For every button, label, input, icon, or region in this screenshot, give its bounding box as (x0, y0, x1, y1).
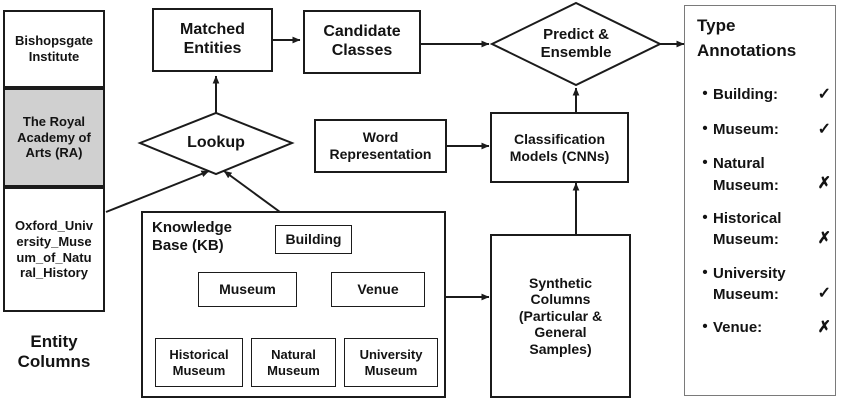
annotation-mark-cross: ✗ (817, 175, 831, 193)
annotation-label: University Museum: (713, 264, 786, 303)
kb-node-venue-label: Venue (357, 281, 399, 298)
word-representation-label: Word Representation (329, 129, 432, 162)
synthetic-columns-box[interactable]: Synthetic Columns (Particular & General … (490, 234, 631, 398)
kb-node-venue[interactable]: Venue (331, 272, 425, 307)
annotation-item[interactable]: • Museum: ✓ (697, 119, 831, 142)
type-annotations-title: Type Annotations (697, 16, 797, 60)
lookup-node[interactable]: Lookup (168, 128, 264, 158)
annotation-label: Natural Museum: (713, 155, 779, 194)
annotation-mark-cross: ✗ (817, 319, 831, 337)
entity-cell-1-label: Bishopsgate Institute (14, 33, 93, 64)
edge-kb-to-lookup (223, 170, 281, 213)
candidate-classes-label: Candidate Classes (323, 23, 401, 59)
annotation-label: Museum: (713, 120, 779, 138)
lookup-label: Lookup (187, 133, 245, 151)
entity-cell-3-label: Oxford_Univ ersity_Muse um_of_Natu ral_H… (14, 217, 93, 281)
bullet-icon: • (702, 318, 708, 336)
matched-entities-box[interactable]: Matched Entities (152, 8, 273, 72)
annotation-item[interactable]: • Building: ✓ (697, 84, 831, 107)
edge-entities-to-lookup (105, 170, 210, 213)
bullet-icon: • (702, 263, 708, 281)
candidate-classes-box[interactable]: Candidate Classes (303, 10, 421, 74)
annotation-item[interactable]: • Natural Museum: ✗ (697, 153, 831, 196)
bullet-icon: • (702, 85, 708, 102)
classification-models-label: Classification Models (CNNs) (509, 130, 610, 164)
annotation-label: Venue: (713, 319, 763, 337)
entity-cell-1[interactable]: Bishopsgate Institute (3, 10, 105, 88)
annotation-mark-check: ✓ (817, 120, 831, 138)
annotation-mark-cross: ✗ (817, 229, 831, 247)
kb-node-natural-museum[interactable]: Natural Museum (251, 338, 336, 387)
annotation-item[interactable]: • University Museum: ✓ (697, 263, 831, 306)
bullet-icon: • (702, 154, 708, 172)
annotation-label: Building: (713, 86, 778, 103)
kb-node-historical-museum-label: Historical Museum (169, 347, 229, 378)
kb-node-historical-museum[interactable]: Historical Museum (155, 338, 243, 387)
type-annotations-panel (684, 5, 836, 396)
kb-node-building[interactable]: Building (275, 225, 352, 254)
classification-models-box[interactable]: Classification Models (CNNs) (490, 112, 629, 183)
entity-cell-2[interactable]: The Royal Academy of Arts (RA) (3, 88, 105, 187)
kb-node-natural-museum-label: Natural Museum (267, 347, 320, 378)
entity-columns-caption: Entity Columns (17, 332, 91, 372)
synthetic-columns-label: Synthetic Columns (Particular & General … (518, 274, 603, 357)
kb-node-museum-label: Museum (219, 281, 276, 298)
kb-node-museum[interactable]: Museum (198, 272, 297, 307)
entity-cell-3[interactable]: Oxford_Univ ersity_Muse um_of_Natu ral_H… (3, 187, 105, 312)
annotation-mark-check: ✓ (817, 284, 831, 302)
annotation-item[interactable]: • Venue: ✗ (697, 317, 831, 340)
knowledge-base-title: Knowledge Base (KB) (152, 219, 233, 254)
kb-node-university-museum[interactable]: University Museum (344, 338, 438, 387)
kb-node-building-label: Building (285, 231, 342, 248)
kb-node-university-museum-label: University Museum (359, 347, 423, 378)
predict-ensemble-node[interactable]: Predict & Ensemble (508, 14, 644, 74)
annotation-item[interactable]: • Historical Museum: ✗ (697, 208, 831, 251)
predict-ensemble-label: Predict & Ensemble (540, 26, 612, 61)
annotation-mark-check: ✓ (817, 86, 831, 103)
word-representation-box[interactable]: Word Representation (314, 119, 447, 173)
bullet-icon: • (702, 209, 708, 227)
matched-entities-label: Matched Entities (180, 21, 245, 57)
entity-cell-2-label: The Royal Academy of Arts (RA) (17, 113, 91, 161)
type-annotations-list: • Building: ✓ • Museum: ✓ • Natural Muse… (697, 84, 831, 340)
bullet-icon: • (702, 119, 708, 137)
annotation-label: Historical Museum: (713, 210, 782, 249)
